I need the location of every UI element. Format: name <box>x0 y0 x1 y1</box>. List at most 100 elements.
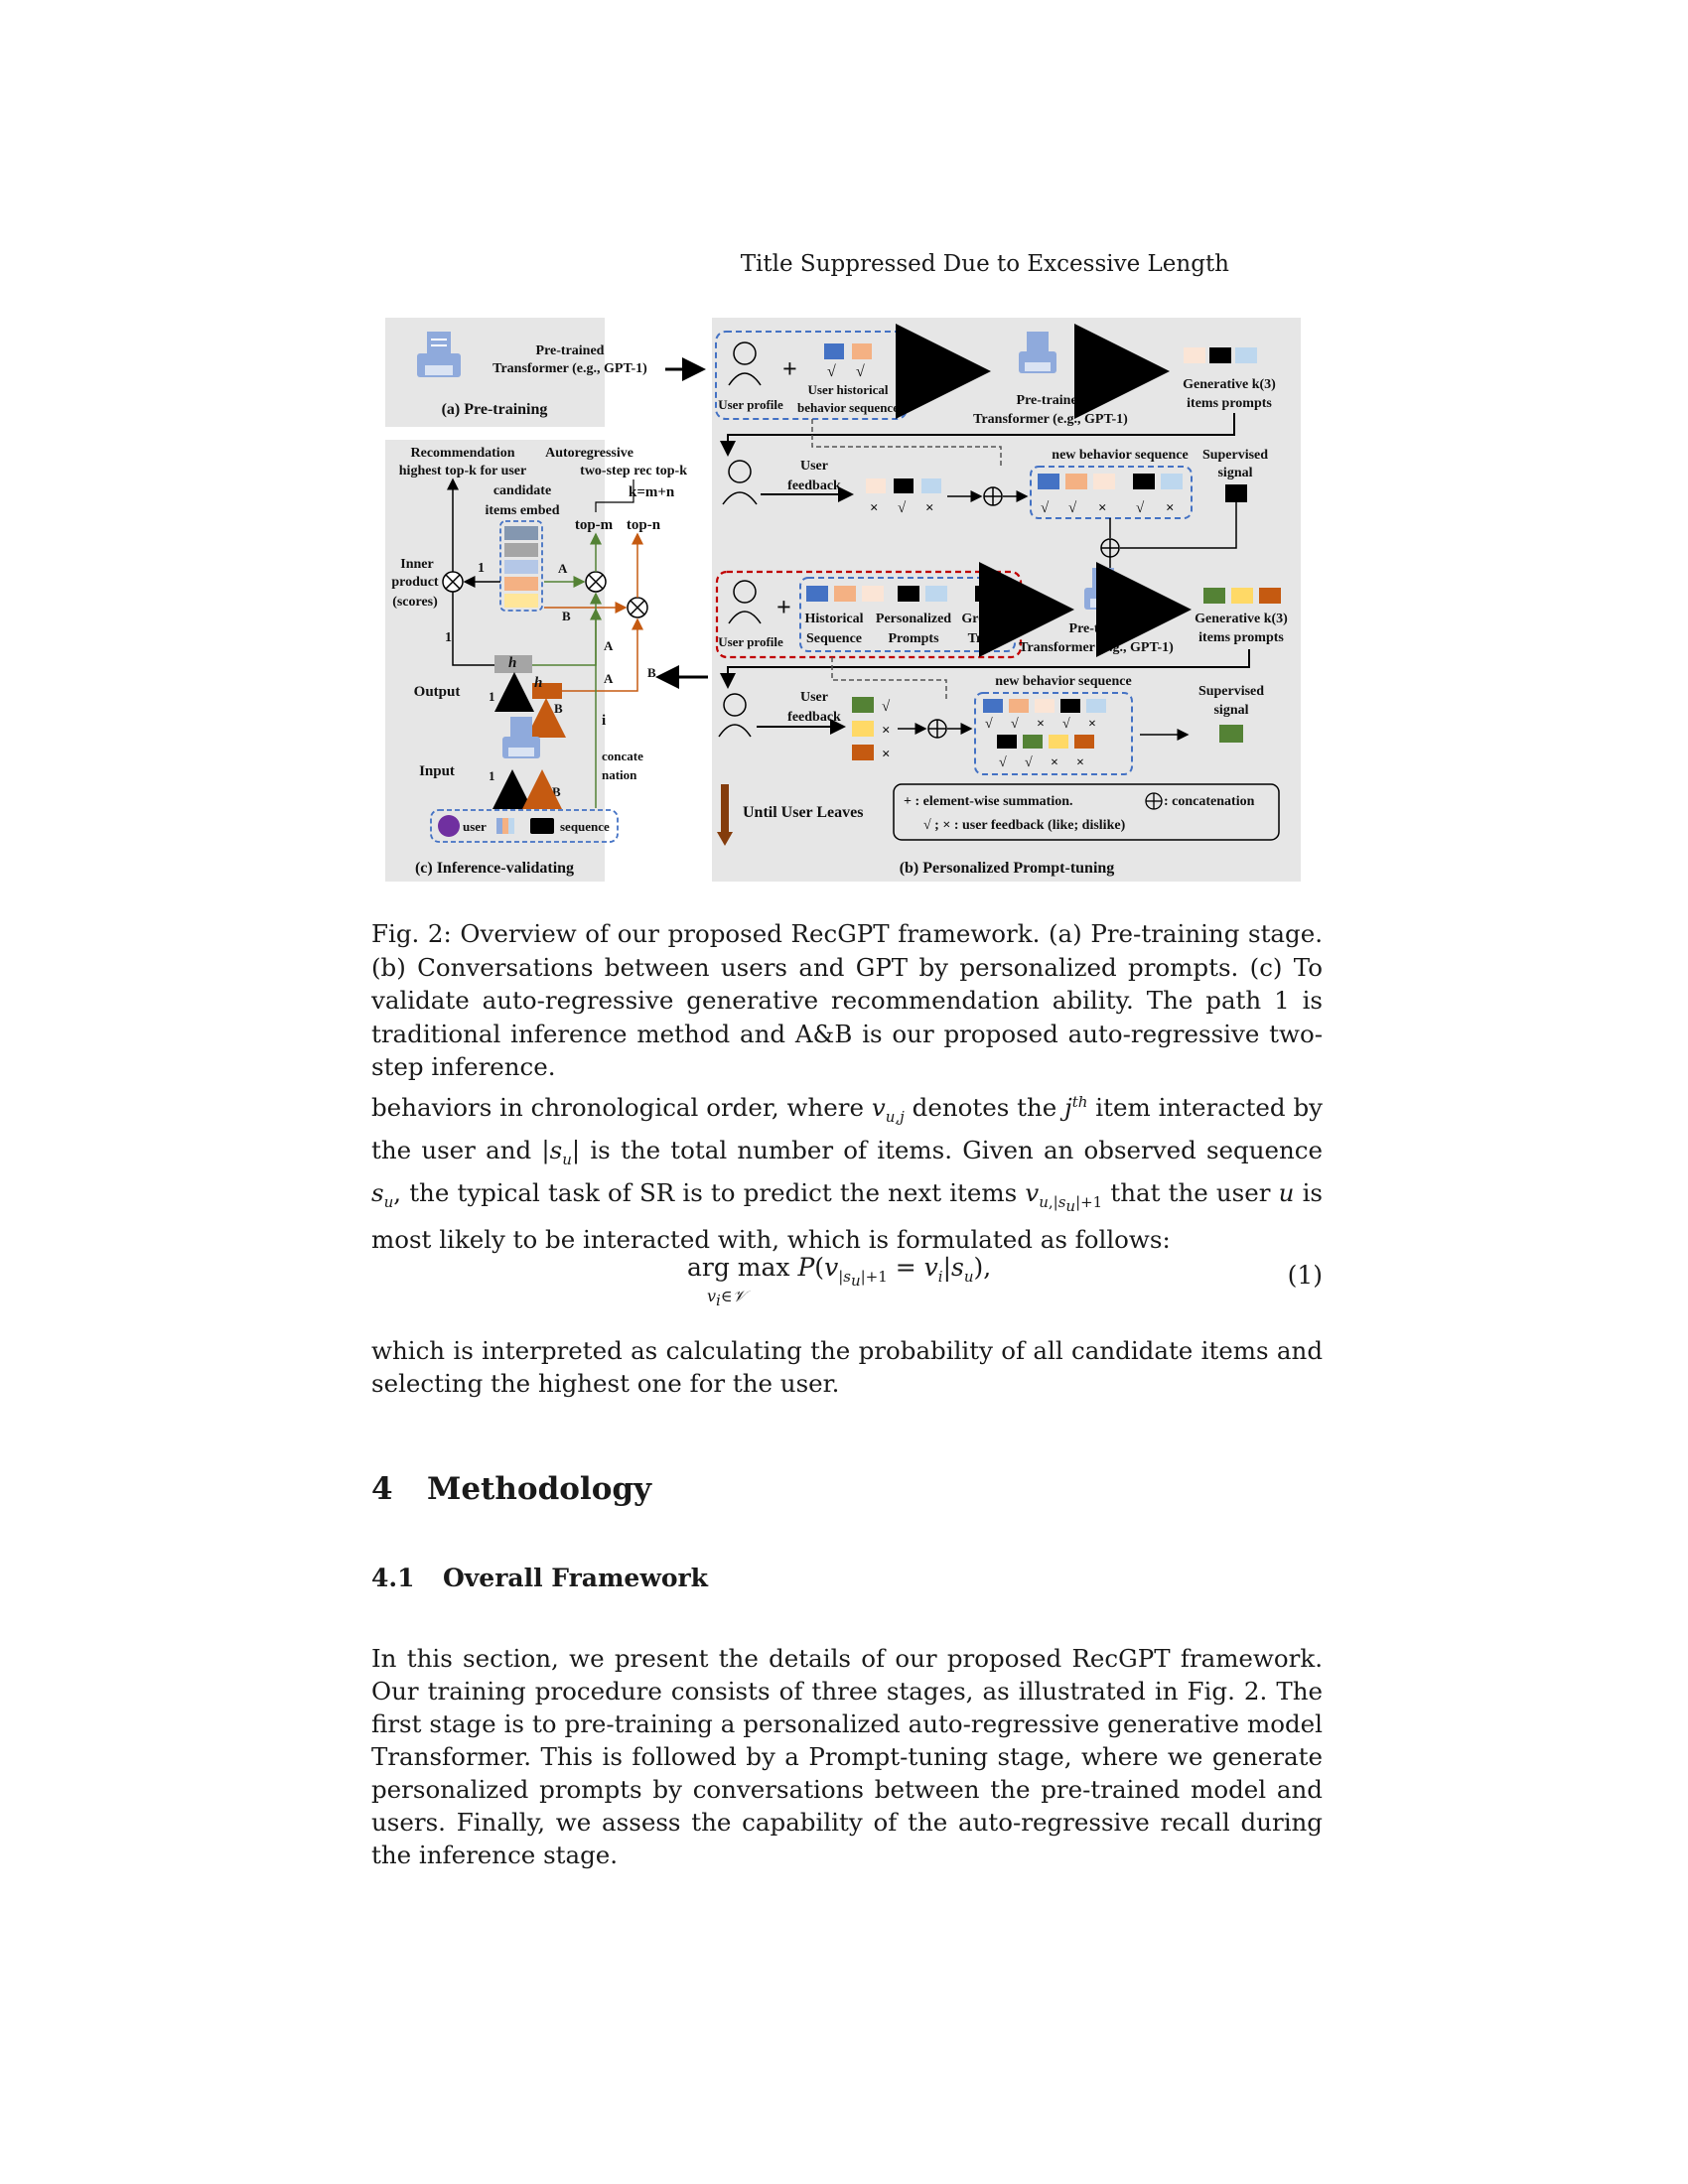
h1-label: h <box>508 655 516 671</box>
svg-text:1: 1 <box>478 561 485 576</box>
concat-1: concate <box>602 749 643 763</box>
ground-2: Truth <box>968 631 1003 646</box>
svg-text:1: 1 <box>489 768 495 783</box>
inner-1: Inner <box>400 557 433 572</box>
caption-label: Fig. 2: <box>371 919 452 948</box>
candidate-1: candidate <box>493 483 551 498</box>
user-feedback-2-b: feedback <box>787 710 841 725</box>
equation-number: (1) <box>1287 1261 1323 1290</box>
new-behavior-1: new behavior sequence <box>1052 448 1188 463</box>
user-profile-label: User profile <box>718 397 783 412</box>
svg-text:B: B <box>554 701 563 716</box>
user-feedback-2-a: User <box>800 690 828 705</box>
paragraph-3: In this section, we present the details … <box>371 1644 1323 1869</box>
user-feedback-1-a: User <box>800 459 828 474</box>
supervised-1-a: Supervised <box>1202 448 1268 463</box>
svg-text:B: B <box>552 784 561 799</box>
svg-text:×: × <box>870 500 879 516</box>
svg-text:A: A <box>558 561 568 576</box>
legend-line-3: √ ; × : user feedback (like; dislike) <box>923 818 1126 833</box>
svg-text:+: + <box>776 593 791 621</box>
svg-text:√: √ <box>856 363 865 380</box>
svg-text:√: √ <box>827 363 836 380</box>
generative-b1-1: Generative k(3) <box>1183 377 1276 392</box>
svg-text:×: × <box>1088 717 1096 732</box>
new-behavior-box-2 <box>974 692 1133 775</box>
recommendation-1: Recommendation <box>411 446 515 461</box>
gpt-icon-c <box>502 717 540 758</box>
panel-b-label: (b) Personalized Prompt-tuning <box>900 860 1115 877</box>
svg-text:×: × <box>925 500 934 516</box>
legend-line-1: + : element-wise summation. <box>904 794 1073 809</box>
svg-text:A: A <box>604 638 614 653</box>
svg-text:√: √ <box>1025 755 1033 770</box>
new-behavior-box-1 <box>1030 466 1193 519</box>
output-label: Output <box>414 684 461 700</box>
svg-text:×: × <box>1098 500 1107 516</box>
svg-text:×: × <box>1037 717 1045 732</box>
pretrained-b2-2: Transformer (e.g., GPT-1) <box>1019 640 1174 655</box>
panel-a-label: (a) Pre-training <box>442 401 548 418</box>
h2-label: h <box>534 675 542 691</box>
figure-2: Pre-trained Transformer (e.g., GPT-1) (a… <box>385 318 1301 882</box>
autoregressive-2: two-step rec top-k <box>580 464 687 478</box>
supervised-2-b: signal <box>1213 703 1248 718</box>
top-m: top-m <box>575 517 614 533</box>
inner-2: product <box>391 575 439 590</box>
running-head: Title Suppressed Due to Excessive Length <box>740 251 1229 277</box>
autoregressive-1: Autoregressive <box>545 446 633 461</box>
recommendation-2: highest top-k for user <box>399 464 526 478</box>
framework-diagram: Pre-trained Transformer (e.g., GPT-1) (a… <box>385 318 1301 882</box>
legend-box <box>893 783 1280 841</box>
svg-text:√: √ <box>1136 500 1145 516</box>
generative-b1-2: items prompts <box>1187 396 1272 411</box>
k-equation: k=m+n <box>629 484 675 500</box>
svg-text:×: × <box>882 747 891 762</box>
svg-text:√: √ <box>985 717 993 732</box>
paragraph-2: which is interpreted as calculating the … <box>371 1336 1323 1398</box>
svg-text:√: √ <box>1041 500 1050 516</box>
svg-text:√: √ <box>1062 717 1070 732</box>
svg-text:√: √ <box>882 699 891 715</box>
inner-3: (scores) <box>392 595 438 610</box>
gpt-icon-b1 <box>1019 332 1056 373</box>
generative-b2-2: items prompts <box>1198 630 1284 645</box>
legend-line-2: : concatenation <box>1164 794 1255 809</box>
user-profile-label-2: User profile <box>718 634 783 649</box>
svg-text:A: A <box>500 689 510 704</box>
until-user-leaves: Until User Leaves <box>743 804 863 821</box>
panel-c-label: (c) Inference-validating <box>415 860 574 877</box>
supervised-1-b: signal <box>1217 466 1252 480</box>
personalized-2: Prompts <box>888 631 939 646</box>
new-behavior-2: new behavior sequence <box>995 674 1131 689</box>
svg-text:1: 1 <box>489 689 495 704</box>
svg-text:×: × <box>1051 755 1058 770</box>
svg-text:√: √ <box>1011 717 1019 732</box>
pretrained-b2-1: Pre-trained <box>1069 621 1138 636</box>
ground-1: Ground <box>961 612 1008 626</box>
historical-1: Historical <box>804 612 863 626</box>
input-box <box>430 809 619 843</box>
top-n: top-n <box>627 517 661 533</box>
svg-text:A: A <box>604 671 614 686</box>
svg-text:√: √ <box>898 500 907 516</box>
input-sequence: sequence <box>560 819 610 834</box>
i1-label: i <box>602 713 606 729</box>
svg-text:+: + <box>782 354 797 383</box>
candidate-2: items embed <box>485 503 559 518</box>
pretrained-b1-2: Transformer (e.g., GPT-1) <box>973 412 1128 427</box>
pretrained-b1-1: Pre-trained <box>1017 393 1085 408</box>
equation-1: arg max P(v|su|+1 = vi|su), vi∈𝒱 (1) <box>687 1253 1323 1310</box>
user-hist-label-2: behavior sequence <box>797 400 899 415</box>
svg-text:B: B <box>647 665 656 680</box>
input-label: Input <box>419 763 455 779</box>
user-feedback-1-b: feedback <box>787 478 841 493</box>
svg-text:1: 1 <box>445 630 452 645</box>
supervised-2-a: Supervised <box>1198 684 1264 699</box>
svg-text:×: × <box>882 723 891 739</box>
paragraph-1: behaviors in chronological order, where … <box>371 1093 1324 1254</box>
generative-b2-1: Generative k(3) <box>1195 612 1288 626</box>
caption-text: Overview of our proposed RecGPT framewor… <box>371 919 1324 1081</box>
